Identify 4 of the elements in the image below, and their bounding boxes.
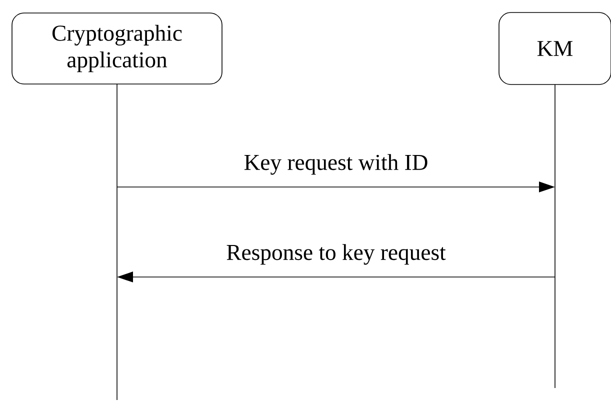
- message-label: Key request with ID: [244, 154, 428, 175]
- message-label: Response to key request: [226, 244, 446, 265]
- participant-box: KM: [498, 12, 611, 85]
- participant-box: Cryptographic application: [12, 12, 222, 84]
